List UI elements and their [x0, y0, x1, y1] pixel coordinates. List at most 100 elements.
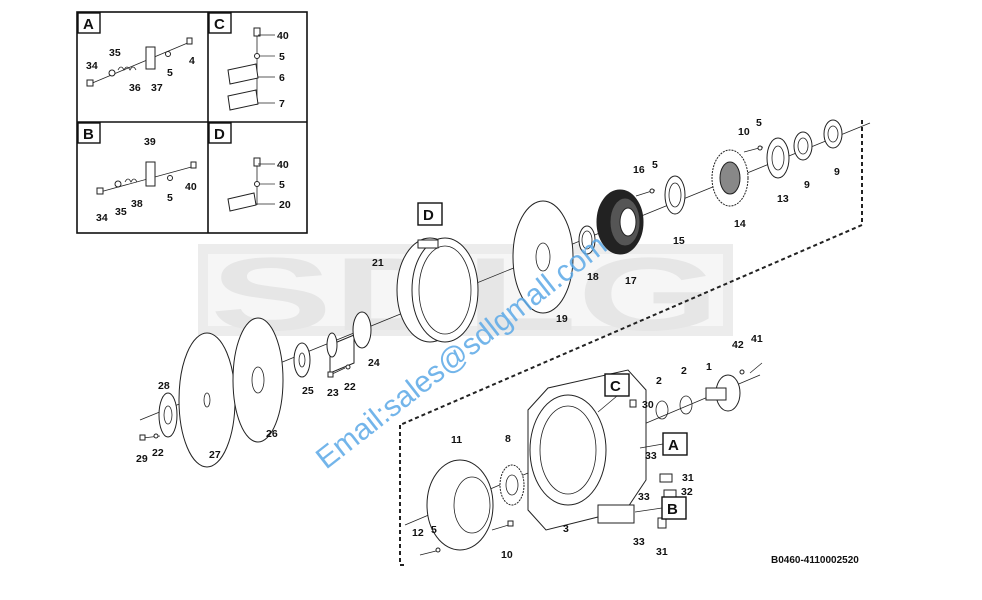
detail-box-a: A 34 35 36 37 5 4	[77, 12, 195, 94]
box-b-num-5: 5	[167, 192, 173, 204]
box-c-num-7: 7	[279, 98, 285, 110]
label-16: 16	[633, 164, 645, 176]
label-33a: 33	[645, 450, 657, 462]
part-24-coupling	[326, 311, 372, 374]
label-10a: 10	[738, 126, 750, 138]
part-27-plate	[178, 332, 236, 468]
label-41: 41	[751, 333, 763, 345]
callout-b: B	[634, 496, 687, 520]
label-22b: 22	[152, 447, 164, 459]
callout-b-label: B	[667, 501, 678, 518]
label-21: 21	[372, 257, 384, 269]
box-a-num-4: 4	[189, 55, 195, 67]
part-21-ring	[396, 237, 479, 343]
label-30: 30	[642, 399, 654, 411]
box-d-num-40: 40	[277, 159, 289, 171]
box-c-num-6: 6	[279, 72, 285, 84]
label-28: 28	[158, 380, 170, 392]
box-a-num-5: 5	[167, 67, 173, 79]
callout-d-label: D	[423, 207, 434, 224]
label-33c: 33	[633, 536, 645, 548]
label-26: 26	[266, 428, 278, 440]
label-32: 32	[681, 486, 693, 498]
detail-box-b-label: B	[83, 126, 94, 143]
label-31a: 31	[682, 472, 694, 484]
label-10b: 10	[501, 549, 513, 561]
box-b-num-34: 34	[96, 212, 108, 224]
detail-box-a-label: A	[83, 16, 94, 33]
label-22a: 22	[344, 381, 356, 393]
part-18-oring	[578, 225, 596, 255]
detail-box-d: D 40 5 20	[208, 122, 291, 212]
label-18: 18	[587, 271, 599, 283]
part-28-flange	[158, 392, 178, 438]
label-27: 27	[209, 449, 221, 461]
box-c-num-5: 5	[279, 51, 285, 63]
box-b-num-40: 40	[185, 181, 197, 193]
box-b-num-39: 39	[144, 136, 156, 148]
box-b-num-35: 35	[115, 206, 127, 218]
label-24: 24	[368, 357, 380, 369]
label-9a: 9	[804, 179, 810, 191]
label-1: 1	[706, 361, 712, 373]
part-number-labels: 1 2 2 3 5 5 5 8 9 9 10 10 11 12 13 14 15…	[136, 117, 840, 561]
detail-box-grid	[76, 11, 308, 234]
part-17-piston	[596, 189, 644, 255]
fasteners-upper	[635, 145, 764, 197]
callout-c-label: C	[610, 378, 621, 395]
box-a-num-37: 37	[151, 82, 163, 94]
label-19: 19	[556, 313, 568, 325]
part-2-orings	[655, 395, 693, 420]
part-26-plate	[232, 317, 284, 443]
part-9-bearing-b	[823, 119, 843, 149]
part-11-cover	[426, 459, 494, 551]
label-5c: 5	[431, 524, 437, 536]
label-13: 13	[777, 193, 789, 205]
label-17: 17	[625, 275, 637, 287]
part-13-ring	[766, 137, 790, 179]
label-15: 15	[673, 235, 685, 247]
box-a-num-34: 34	[86, 60, 98, 72]
label-23: 23	[327, 387, 339, 399]
part-19-disc	[512, 200, 574, 314]
callout-d: D	[417, 202, 443, 226]
label-11: 11	[451, 434, 462, 446]
label-42: 42	[732, 339, 744, 351]
part-9-bearing-a	[793, 131, 813, 161]
label-31b: 31	[656, 546, 668, 558]
detail-box-c: C 40 5 6 7	[208, 12, 289, 111]
box-d-num-5: 5	[279, 179, 285, 191]
fasteners-lower-left	[139, 364, 351, 441]
box-c-num-40: 40	[277, 30, 289, 42]
box-d-num-20: 20	[279, 199, 291, 211]
detail-box-d-label: D	[214, 126, 225, 143]
part-14-gear	[711, 149, 749, 207]
part-8-gear	[499, 464, 525, 506]
part-15-ring	[664, 175, 686, 215]
label-2b: 2	[681, 365, 687, 377]
label-8: 8	[505, 433, 511, 445]
box-a-num-35: 35	[109, 47, 121, 59]
callout-a-label: A	[668, 437, 679, 454]
callout-a: A	[639, 432, 688, 456]
drawing-code: B0460-4110002520	[771, 555, 859, 566]
detail-box-c-label: C	[214, 16, 225, 33]
detail-box-b: B 39 34 35 38 5 40	[77, 122, 197, 224]
box-a-num-36: 36	[129, 82, 141, 94]
part-1-flange	[705, 374, 741, 412]
label-33b: 33	[638, 491, 650, 503]
label-12: 12	[412, 527, 424, 539]
label-2a: 2	[656, 375, 662, 387]
label-14: 14	[734, 218, 746, 230]
label-9b: 9	[834, 166, 840, 178]
label-5a: 5	[652, 159, 658, 171]
label-25: 25	[302, 385, 314, 397]
label-29: 29	[136, 453, 148, 465]
box-b-num-38: 38	[131, 198, 143, 210]
callout-c: C	[597, 373, 630, 413]
part-3-housing	[527, 369, 647, 531]
label-5b: 5	[756, 117, 762, 129]
label-3: 3	[563, 523, 569, 535]
part-25-washer	[293, 342, 311, 378]
